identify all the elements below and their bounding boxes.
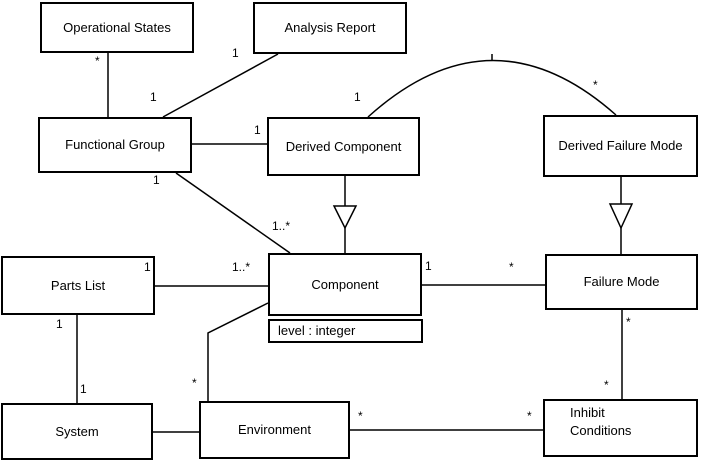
generalization-triangle-failure-mode	[608, 203, 634, 230]
multiplicity-fg-end-os: 1	[150, 90, 157, 104]
class-name: Analysis Report	[284, 20, 376, 35]
multiplicity-sys-end-pl: 1	[80, 382, 87, 396]
class-functional-group[interactable]: Functional Group	[38, 117, 192, 173]
multiplicity-fm-end-ic: *	[626, 315, 631, 329]
multiplicity-env-end-comp: *	[192, 376, 197, 390]
multiplicity-env-end-ic: *	[358, 409, 363, 423]
class-name: System	[55, 423, 99, 439]
class-system[interactable]: System	[1, 403, 153, 460]
class-analysis-report[interactable]: Analysis Report	[253, 2, 407, 54]
class-component[interactable]: Component	[268, 253, 422, 316]
edge-functional-group-component	[175, 172, 291, 254]
multiplicity-dc-end-fg: 1	[254, 123, 261, 137]
multiplicity-fg-end-comp: 1	[153, 173, 160, 187]
class-component-attributes[interactable]: level : integer	[268, 319, 423, 343]
class-name: Inhibit Conditions	[570, 405, 632, 438]
multiplicity-fm-end-comp: *	[509, 260, 514, 274]
class-environment[interactable]: Environment	[199, 401, 350, 459]
multiplicity-ic-end-fm: *	[604, 378, 609, 392]
class-derived-component[interactable]: Derived Component	[267, 117, 420, 176]
edge-analysis-report-functional-group	[162, 53, 279, 118]
class-name: Failure Mode	[583, 274, 660, 289]
multiplicity-pl-end-comp: 1	[144, 260, 151, 274]
class-name: Derived Failure Mode	[558, 138, 683, 153]
class-derived-failure-mode[interactable]: Derived Failure Mode	[543, 115, 698, 177]
multiplicity-comp-end-fg: 1..*	[272, 219, 291, 233]
class-name: Derived Component	[285, 138, 402, 154]
generalization-triangle-component	[332, 205, 358, 230]
class-operational-states[interactable]: Operational States	[40, 2, 194, 53]
class-name: Operational States	[63, 19, 171, 35]
multiplicity-dc-end-arc: 1	[354, 90, 361, 104]
multiplicity-ar-end: 1	[232, 46, 239, 60]
edge-component-environment	[207, 302, 269, 401]
multiplicity-comp-end-fm: 1	[425, 259, 432, 273]
multiplicity-comp-end-pl: 1..*	[232, 260, 251, 274]
attribute-level-integer: level : integer	[278, 323, 356, 338]
edge-derived-component-derived-failure-mode-arc	[367, 59, 617, 118]
multiplicity-ic-end-env: *	[527, 409, 532, 423]
class-name: Parts List	[50, 277, 106, 293]
multiplicity-dfm-end-arc: *	[593, 78, 598, 92]
class-inhibit-conditions[interactable]: Inhibit Conditions	[543, 399, 698, 457]
multiplicity-os-end: *	[95, 54, 100, 68]
class-parts-list[interactable]: Parts List	[1, 256, 155, 315]
class-failure-mode[interactable]: Failure Mode	[545, 254, 698, 310]
multiplicity-pl-end-sys: 1	[56, 317, 63, 331]
class-name: Environment	[238, 422, 311, 437]
class-name: Functional Group	[65, 137, 165, 152]
class-name: Component	[311, 276, 379, 292]
